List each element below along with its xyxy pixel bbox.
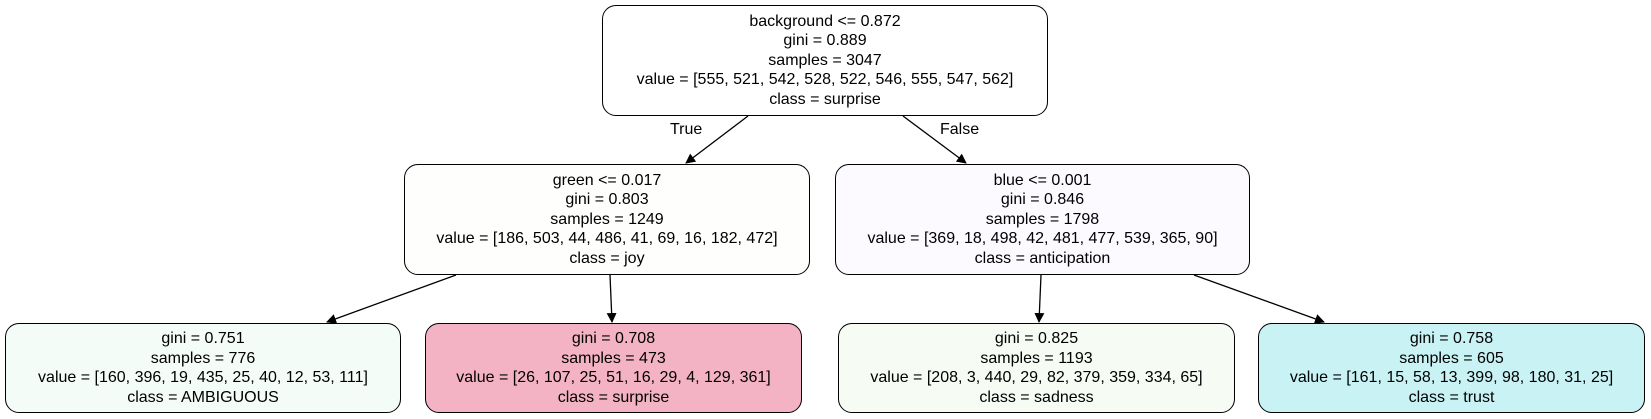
node-left: green <= 0.017 gini = 0.803 samples = 12… (404, 164, 810, 275)
edge-root-right (902, 115, 967, 164)
node-right-gini: gini = 0.846 (1000, 191, 1085, 209)
node-leaf-rr-class: class = trust (1408, 388, 1495, 406)
node-right-condition: blue <= 0.001 (993, 171, 1092, 189)
node-left-class: class = joy (569, 249, 645, 267)
node-root-class: class = surprise (769, 90, 881, 108)
node-leaf-lr-gini: gini = 0.708 (571, 330, 656, 347)
node-left-value: value = [186, 503, 44, 486, 41, 69, 16, … (436, 230, 778, 248)
node-root-gini: gini = 0.889 (783, 32, 867, 50)
edge-left-leaf-ll (326, 274, 457, 324)
node-root: background <= 0.872 gini = 0.889 samples… (602, 5, 1048, 116)
node-leaf-ll-gini: gini = 0.751 (161, 330, 245, 347)
node-leaf-lr-samples: samples = 473 (561, 349, 666, 367)
node-leaf-rr-value: value = [161, 15, 58, 13, 399, 98, 180, … (1289, 369, 1614, 386)
node-leaf-rr-samples: samples = 605 (1399, 349, 1504, 367)
node-right-class: class = anticipation (974, 249, 1111, 267)
node-leaf-sadness: gini = 0.825 samples = 1193 value = [208… (838, 323, 1235, 413)
edge-right-leaf-rr (1193, 274, 1325, 324)
node-root-condition: background <= 0.872 (749, 12, 901, 30)
node-leaf-rr-gini: gini = 0.758 (1409, 330, 1494, 347)
node-leaf-rl-class: class = sadness (979, 388, 1094, 406)
node-leaf-rl-value: value = [208, 3, 440, 29, 82, 379, 359, … (870, 369, 1203, 386)
node-leaf-ll-value: value = [160, 396, 19, 435, 25, 40, 12, … (38, 369, 368, 386)
node-left-condition: green <= 0.017 (552, 171, 662, 189)
node-left-gini: gini = 0.803 (565, 191, 649, 209)
node-right-value: value = [369, 18, 498, 42, 481, 477, 539… (867, 230, 1218, 248)
edge-left-leaf-lr (606, 274, 617, 323)
node-left-samples: samples = 1249 (550, 210, 664, 228)
node-root-samples: samples = 3047 (768, 51, 882, 69)
edge-label-false: False (940, 121, 980, 138)
node-right: blue <= 0.001 gini = 0.846 samples = 179… (835, 164, 1250, 275)
node-leaf-rl-samples: samples = 1193 (980, 349, 1093, 367)
node-right-samples: samples = 1798 (985, 210, 1100, 228)
node-leaf-lr-value: value = [26, 107, 25, 51, 16, 29, 4, 129… (456, 369, 771, 386)
node-leaf-rl-gini: gini = 0.825 (994, 330, 1079, 347)
node-root-value: value = [555, 521, 542, 528, 522, 546, 5… (636, 71, 1014, 89)
edge-label-true: True (670, 121, 703, 138)
node-leaf-surprise: gini = 0.708 samples = 473 value = [26, … (425, 323, 802, 413)
edge-root-left (685, 115, 749, 164)
node-leaf-ll-samples: samples = 776 (150, 349, 256, 367)
node-leaf-trust: gini = 0.758 samples = 605 value = [161,… (1258, 323, 1645, 413)
node-leaf-lr-class: class = surprise (557, 388, 670, 406)
node-leaf-ambiguous: gini = 0.751 samples = 776 value = [160,… (5, 323, 401, 413)
node-leaf-ll-class: class = AMBIGUOUS (127, 388, 279, 406)
edge-right-leaf-rl (1034, 274, 1045, 323)
